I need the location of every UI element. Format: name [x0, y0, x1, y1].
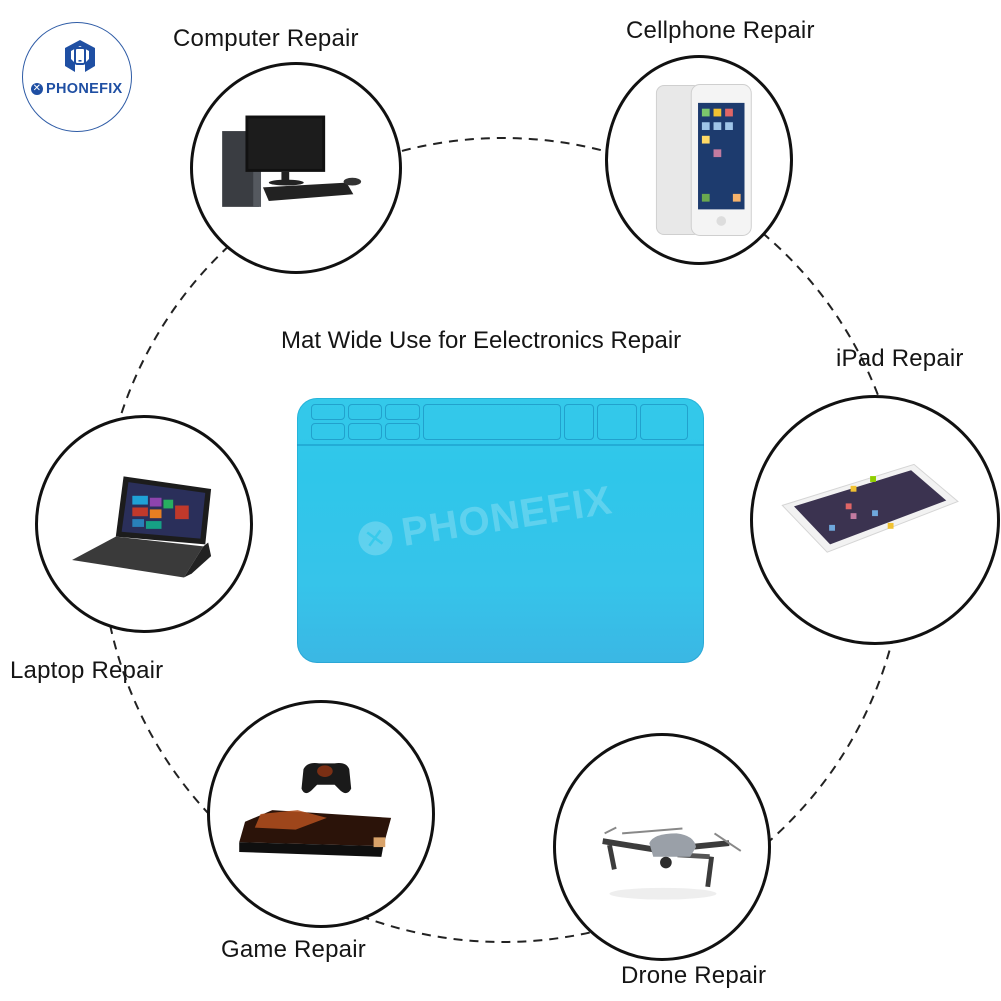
mat-compartment [385, 404, 420, 420]
mat-compartment [597, 404, 637, 440]
mat-compartment [640, 404, 688, 440]
circle-ipad [750, 395, 1000, 645]
x-badge-icon: ✕ [31, 83, 43, 95]
label-cellphone-repair: Cellphone Repair [626, 17, 815, 44]
smartphone-icon [655, 84, 752, 236]
tablet-icon [781, 463, 959, 553]
circle-laptop [35, 415, 253, 633]
laptop-icon [72, 476, 212, 578]
mat-compartment [564, 404, 594, 440]
label-game-repair: Game Repair [221, 936, 366, 963]
mat-compartment-tray [297, 398, 704, 446]
wrench-phone-icon [65, 40, 95, 72]
label-drone-repair: Drone Repair [621, 962, 767, 989]
label-ipad-repair: iPad Repair [836, 345, 964, 372]
circle-game [207, 700, 435, 928]
label-laptop-repair: Laptop Repair [10, 657, 164, 684]
label-computer-repair: Computer Repair [173, 25, 359, 52]
circle-drone [553, 733, 771, 961]
repair-mat-image: ✕ PHONEFIX [297, 398, 704, 663]
mat-compartment-large [423, 404, 561, 440]
mat-compartment [348, 404, 382, 420]
x-badge-icon: ✕ [355, 518, 395, 558]
center-title: Mat Wide Use for Eelectronics Repair [281, 327, 682, 354]
circle-computer [190, 62, 402, 274]
brand-wordmark: ✕ PHONEFIX [31, 81, 123, 97]
mat-compartment [348, 423, 382, 440]
mat-watermark: ✕ PHONEFIX [355, 478, 615, 563]
game-console-icon [239, 762, 392, 857]
circle-cellphone [605, 55, 793, 265]
mat-compartment [311, 404, 345, 420]
drone-icon [602, 826, 742, 900]
brand-name: PHONEFIX [46, 81, 123, 97]
desktop-computer-icon [222, 115, 362, 207]
brand-logo: ✕ PHONEFIX [22, 22, 132, 132]
mat-compartment [311, 423, 345, 440]
mat-compartment [385, 423, 420, 440]
